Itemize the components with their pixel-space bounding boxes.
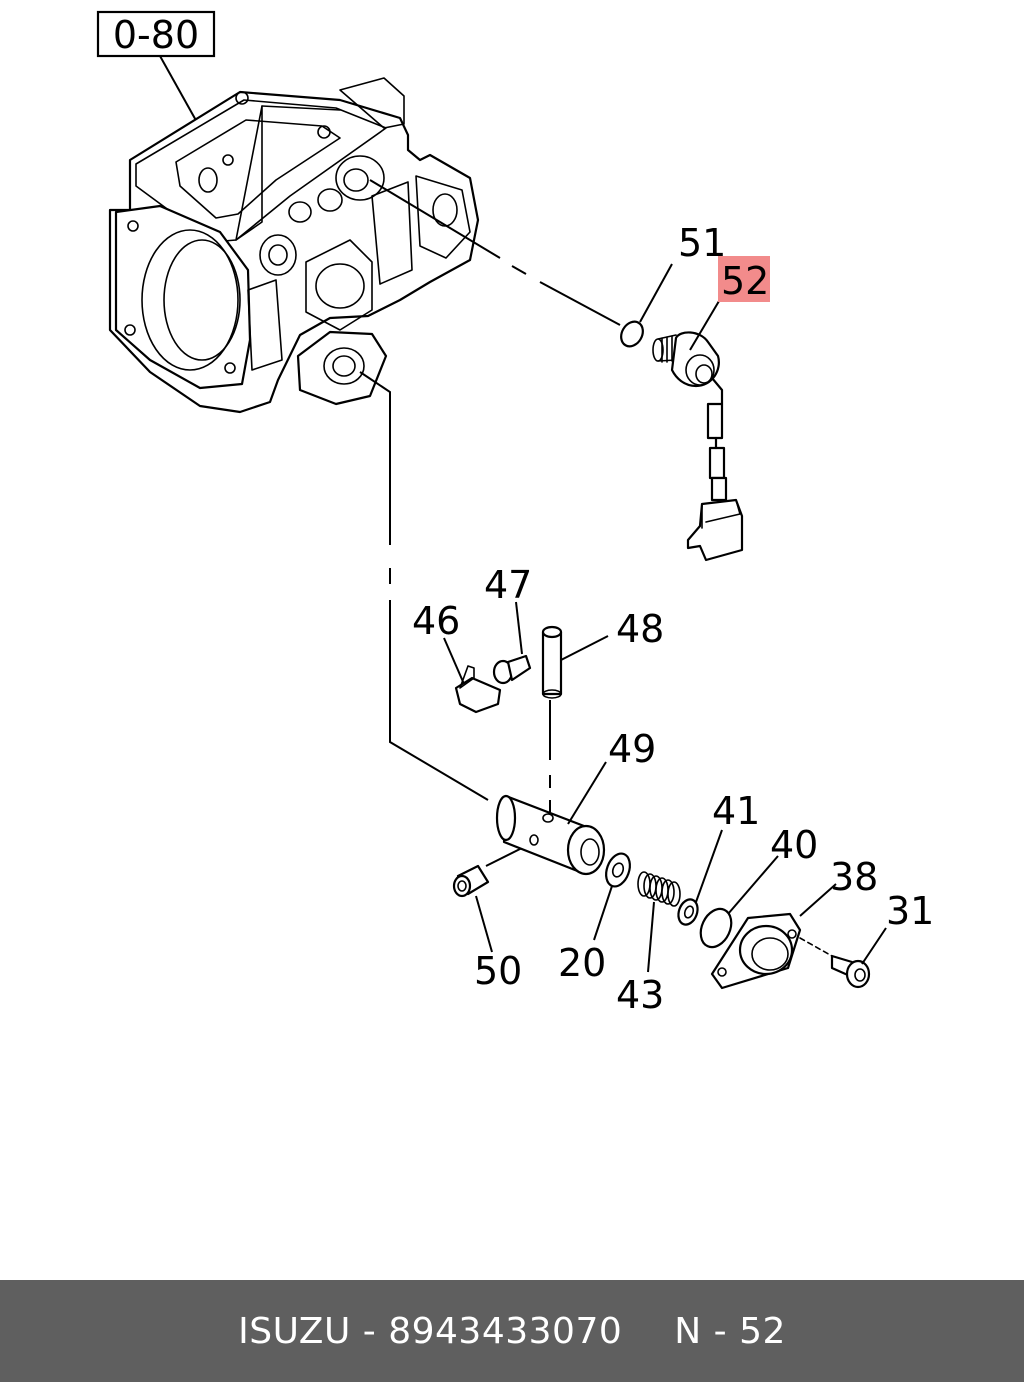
slider-50 (452, 864, 493, 953)
part-info-footer: ISUZU - 8943433070 N - 52 (0, 1280, 1024, 1382)
footer-separator: - (362, 1310, 377, 1352)
cover-38 (710, 883, 837, 990)
callout-20: 20 (558, 941, 606, 985)
callout-47: 47 (484, 563, 532, 607)
callout-49: 49 (608, 727, 656, 771)
ref-prefix: N (674, 1310, 702, 1352)
exploded-parts-diagram: 0-80 (96, 10, 934, 1017)
washer-20 (593, 852, 631, 941)
callout-31: 31 (886, 889, 934, 933)
callout-51: 51 (678, 221, 726, 265)
callout-46: 46 (412, 599, 460, 643)
callout-38: 38 (830, 855, 878, 899)
assembly-leader-lines (359, 179, 621, 867)
callout-48: 48 (616, 607, 664, 651)
callout-41: 41 (712, 789, 760, 833)
o-ring-40 (699, 855, 779, 949)
sleeve-49 (495, 761, 607, 876)
callout-52: 52 (721, 259, 769, 303)
spring-43 (637, 871, 681, 973)
reference-box: 0-80 (96, 10, 216, 125)
highlight-52 (718, 256, 770, 302)
callout-43: 43 (616, 973, 664, 1017)
ref-separator: - (713, 1310, 728, 1352)
callout-40: 40 (770, 823, 818, 867)
callout-50: 50 (474, 949, 522, 993)
screw-47 (492, 601, 532, 685)
part-number: 8943433070 (388, 1310, 623, 1352)
clip-46 (443, 637, 502, 714)
o-ring-51 (620, 263, 673, 348)
sensor-52 (652, 295, 744, 562)
ref-number: 52 (739, 1310, 786, 1352)
bolt-31 (830, 927, 887, 989)
pin-48 (541, 625, 609, 699)
reference-box-label: 0-80 (113, 13, 199, 57)
pump-housing (108, 77, 480, 414)
brand-name: ISUZU (238, 1310, 351, 1352)
washer-41 (677, 829, 723, 926)
